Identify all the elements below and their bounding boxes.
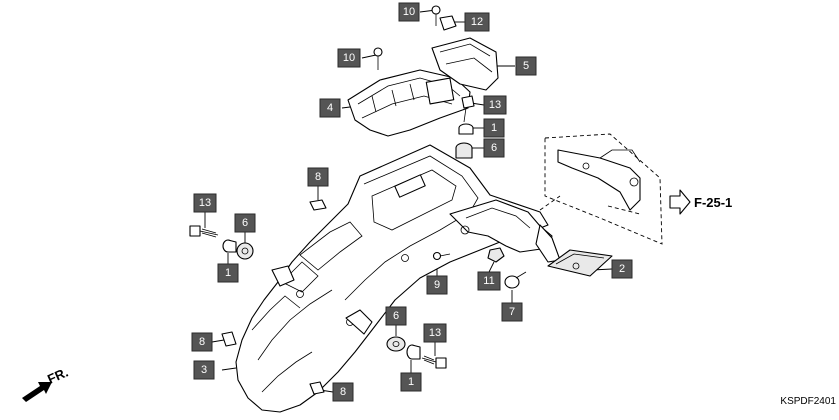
callout-8-bottom: 8 xyxy=(332,382,354,402)
svg-text:6: 6 xyxy=(491,142,497,154)
svg-text:13: 13 xyxy=(199,197,211,209)
front-label: FR. xyxy=(45,365,70,387)
callout-10-mid: 10 xyxy=(337,48,361,68)
callout-12: 12 xyxy=(464,12,490,32)
fasteners xyxy=(189,5,527,395)
svg-text:6: 6 xyxy=(393,310,399,322)
callout-6-upper: 6 xyxy=(483,138,505,158)
callout-13-lower: 13 xyxy=(423,323,447,343)
svg-text:13: 13 xyxy=(489,99,501,111)
drawing-code: KSPDF2401 xyxy=(780,396,836,407)
svg-text:7: 7 xyxy=(509,306,515,318)
svg-text:10: 10 xyxy=(343,52,355,64)
svg-text:13: 13 xyxy=(429,327,441,339)
rear-reflector xyxy=(547,249,613,277)
callout-7: 7 xyxy=(501,302,523,322)
svg-text:1: 1 xyxy=(408,376,414,388)
callout-1-lower: 1 xyxy=(400,372,422,392)
svg-text:10: 10 xyxy=(403,6,415,18)
svg-text:9: 9 xyxy=(434,279,440,291)
under-cover xyxy=(347,69,471,137)
front-direction-indicator: FR. xyxy=(22,365,70,402)
seat-lock-cover xyxy=(431,37,499,91)
callout-13-upper: 13 xyxy=(483,95,507,115)
callout-8-lower-left: 8 xyxy=(191,332,213,352)
callout-11: 11 xyxy=(477,271,501,291)
svg-text:11: 11 xyxy=(483,275,494,287)
callout-2: 2 xyxy=(611,259,633,279)
callout-8-upper: 8 xyxy=(307,167,329,187)
callout-1-left: 1 xyxy=(217,263,239,283)
callout-6-left: 6 xyxy=(234,213,256,233)
callout-13-left: 13 xyxy=(193,193,217,213)
svg-text:1: 1 xyxy=(491,122,497,134)
svg-text:8: 8 xyxy=(340,386,346,398)
reference-label: F-25-1 xyxy=(694,195,732,210)
tail-bracket-group xyxy=(539,133,663,245)
svg-text:5: 5 xyxy=(523,60,529,72)
reference-arrow: F-25-1 xyxy=(669,189,732,215)
svg-text:8: 8 xyxy=(315,171,321,183)
callout-10-top: 10 xyxy=(398,2,420,22)
svg-text:8: 8 xyxy=(199,336,205,348)
callout-5: 5 xyxy=(515,56,537,76)
svg-text:2: 2 xyxy=(619,263,625,275)
callout-9: 9 xyxy=(426,275,448,295)
svg-text:4: 4 xyxy=(327,102,333,114)
callout-4: 4 xyxy=(319,98,341,118)
svg-text:6: 6 xyxy=(242,217,248,229)
rear-fender xyxy=(235,144,561,413)
svg-text:12: 12 xyxy=(471,16,483,28)
callout-1-upper: 1 xyxy=(483,118,505,138)
callout-boxes: 10 12 10 5 4 13 1 6 xyxy=(191,2,633,402)
svg-text:1: 1 xyxy=(225,267,231,279)
svg-text:3: 3 xyxy=(201,364,207,376)
callout-6-lower: 6 xyxy=(385,306,407,326)
callout-3: 3 xyxy=(193,360,215,380)
